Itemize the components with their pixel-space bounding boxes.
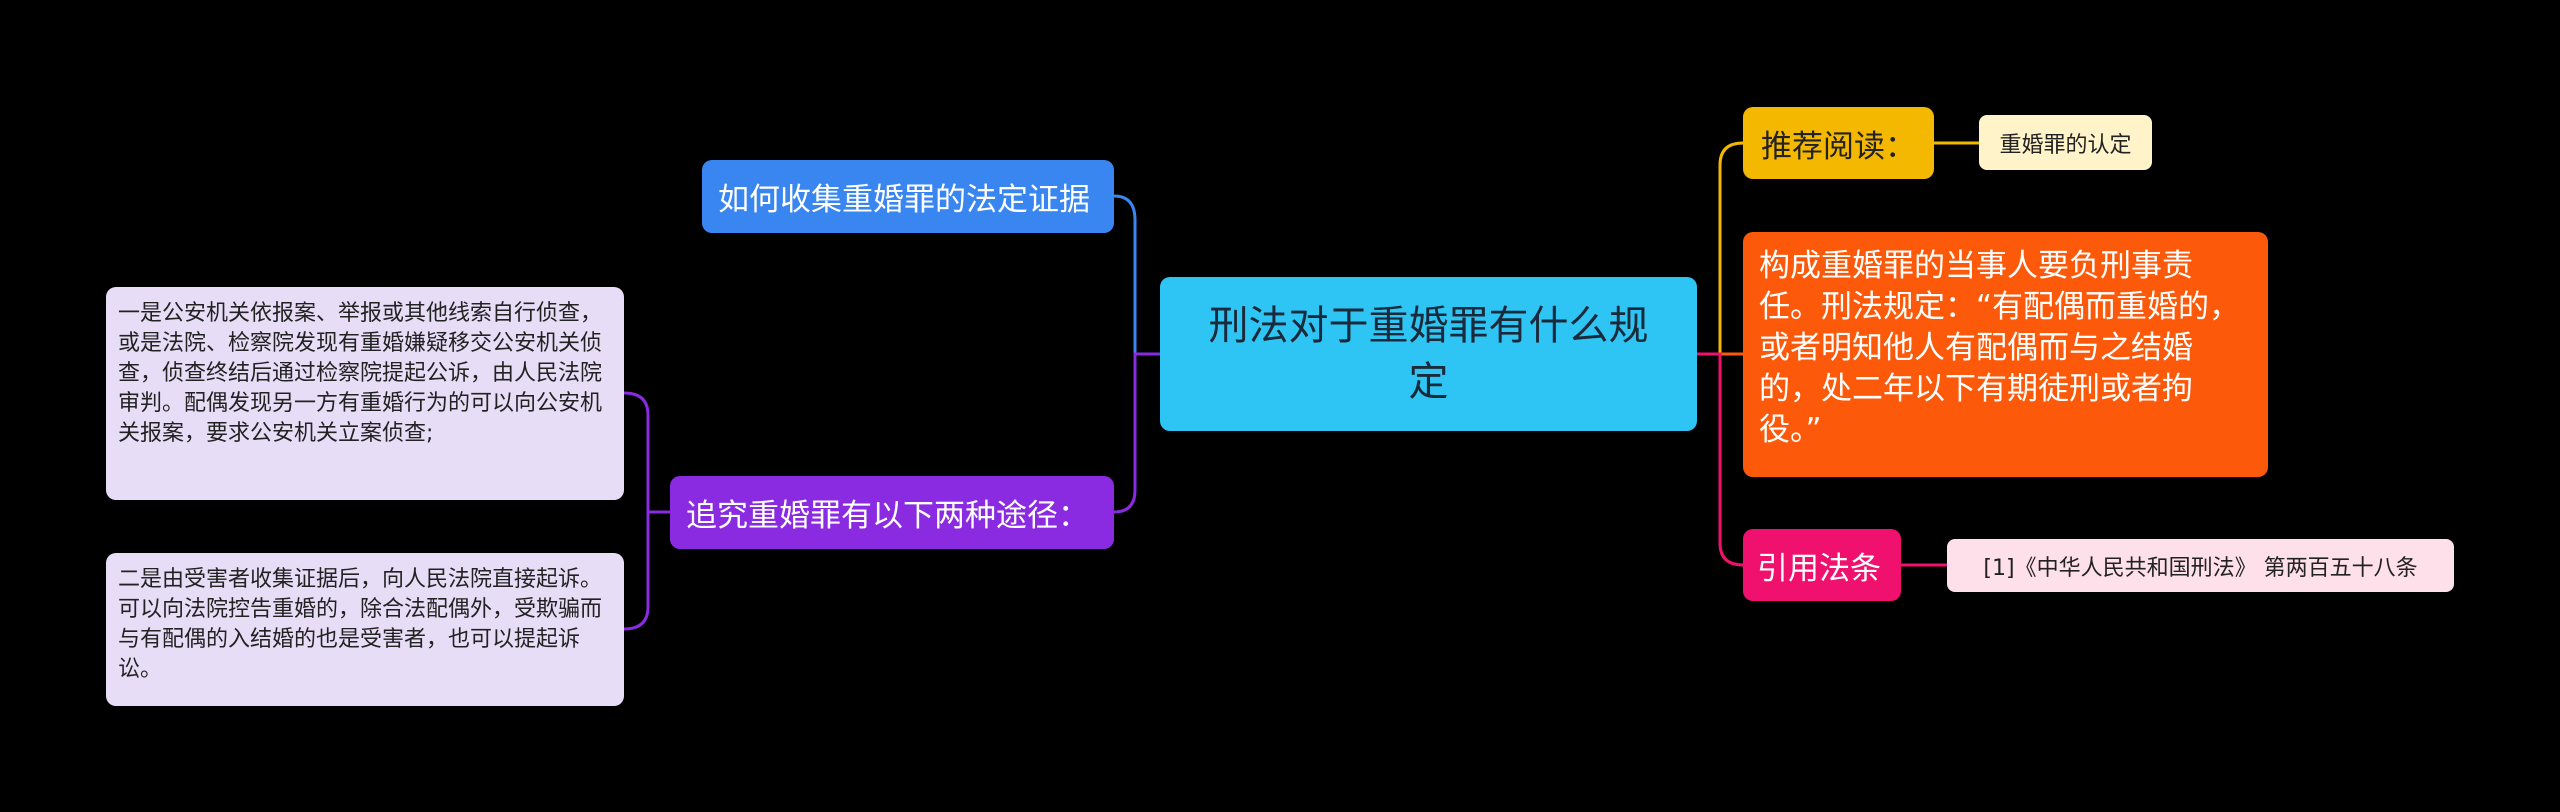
subtopic-recommend-link-label: 重婚罪的认定 <box>1999 132 2132 158</box>
topic-recommend-label: 推荐阅读： <box>1761 128 1916 165</box>
connector-root-recommend <box>1697 141 1744 356</box>
connector-pursue-leaf2 <box>623 510 670 631</box>
topic-cited-law[interactable]: 引用法条 <box>1743 529 1901 601</box>
connector-root-evidence <box>1113 194 1160 356</box>
topic-pursue-label: 追究重婚罪有以下两种途径： <box>686 498 1089 534</box>
topic-cited-law-label: 引用法条 <box>1757 550 1881 587</box>
topic-criminal-liability[interactable]: 构成重婚罪的当事人要负刑事责任。刑法规定：“有配偶而重婚的，或者明知他人有配偶而… <box>1743 232 2268 477</box>
central-topic[interactable]: 刑法对于重婚罪有什么规 定 <box>1160 277 1697 431</box>
connector-pursue-leaf1 <box>623 391 670 514</box>
subtopic-cited-law-article[interactable]: [1]《中华人民共和国刑法》 第两百五十八条 <box>1947 539 2454 592</box>
connector-root-pursue <box>1113 352 1160 514</box>
subtopic-recommend-link[interactable]: 重婚罪的认定 <box>1979 115 2152 170</box>
subtopic-public-prosecution-text: 一是公安机关依报案、举报或其他线索自行侦查，或是法院、检察院发现有重婚嫌疑移交公… <box>118 301 603 446</box>
topic-pursue[interactable]: 追究重婚罪有以下两种途径： <box>670 476 1114 549</box>
central-topic-line2: 定 <box>1408 359 1449 405</box>
subtopic-public-prosecution[interactable]: 一是公安机关依报案、举报或其他线索自行侦查，或是法院、检察院发现有重婚嫌疑移交公… <box>106 287 624 500</box>
topic-recommend[interactable]: 推荐阅读： <box>1743 107 1934 179</box>
subtopic-cited-law-article-label: [1]《中华人民共和国刑法》 第两百五十八条 <box>1983 555 2418 581</box>
topic-evidence[interactable]: 如何收集重婚罪的法定证据 <box>702 160 1114 233</box>
connector-root-cite <box>1697 352 1744 567</box>
subtopic-private-prosecution-text: 二是由受害者收集证据后，向人民法院直接起诉。可以向法院控告重婚的，除合法配偶外，… <box>118 567 603 682</box>
topic-evidence-label: 如何收集重婚罪的法定证据 <box>718 182 1090 218</box>
subtopic-private-prosecution[interactable]: 二是由受害者收集证据后，向人民法院直接起诉。可以向法院控告重婚的，除合法配偶外，… <box>106 553 624 706</box>
topic-criminal-liability-text: 构成重婚罪的当事人要负刑事责任。刑法规定：“有配偶而重婚的，或者明知他人有配偶而… <box>1759 248 2241 448</box>
central-topic-line1: 刑法对于重婚罪有什么规 <box>1208 303 1649 349</box>
